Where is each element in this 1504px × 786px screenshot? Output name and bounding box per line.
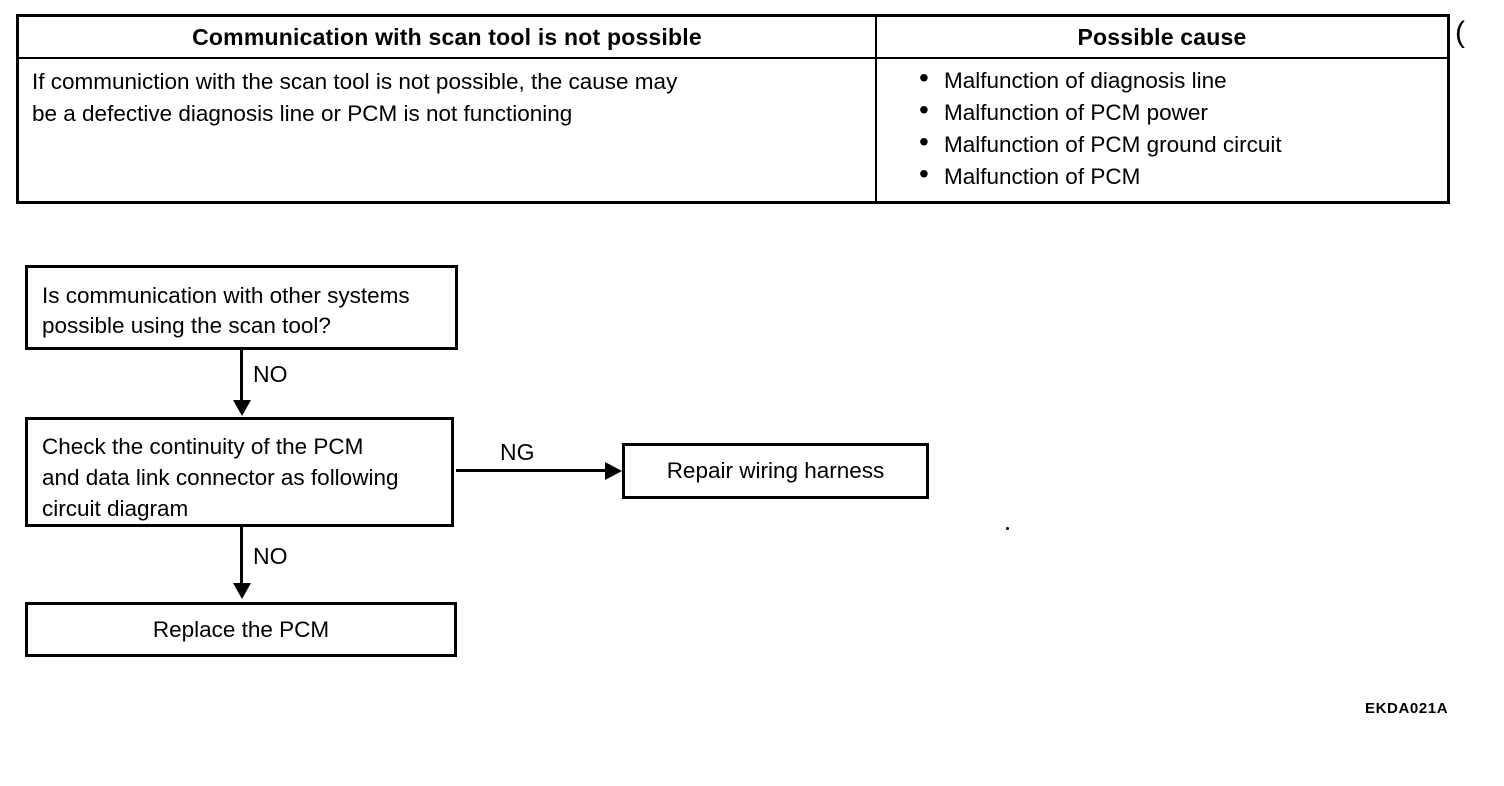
arrow-down-icon [233,583,251,599]
edge-label-no-1: NO [253,361,288,387]
flow-step-repair-harness: Repair wiring harness [622,443,929,499]
edge-label-ng: NG [500,439,535,465]
possible-cause-cell: Malfunction of diagnosis line Malfunctio… [877,59,1447,201]
flow-step-question: Is communication with other systems poss… [25,265,458,350]
scan-artifact-dot [1006,527,1009,530]
diagnosis-table: Communication with scan tool is not poss… [16,14,1450,204]
possible-cause-item: Malfunction of PCM [877,158,1447,193]
arrow-right-icon [605,462,622,480]
flow-connector-down-1 [240,350,243,402]
possible-cause-list: Malfunction of diagnosis line Malfunctio… [877,62,1447,193]
scan-artifact-paren: ( [1455,16,1465,49]
edge-label-no-2: NO [253,543,288,569]
possible-cause-item: Malfunction of PCM power [877,94,1447,129]
figure-code: EKDA021A [1365,700,1449,717]
table-header-symptom: Communication with scan tool is not poss… [19,17,877,59]
possible-cause-item: Malfunction of PCM ground circuit [877,126,1447,161]
flow-step-replace-pcm: Replace the PCM [25,602,457,657]
flow-step-check-continuity: Check the continuity of the PCM and data… [25,417,454,527]
table-header-possible-cause: Possible cause [877,17,1447,59]
symptom-description: If communiction with the scan tool is no… [19,59,877,201]
arrow-down-icon [233,400,251,416]
flow-connector-right [456,469,608,472]
possible-cause-item: Malfunction of diagnosis line [877,62,1447,97]
flow-connector-down-2 [240,527,243,584]
